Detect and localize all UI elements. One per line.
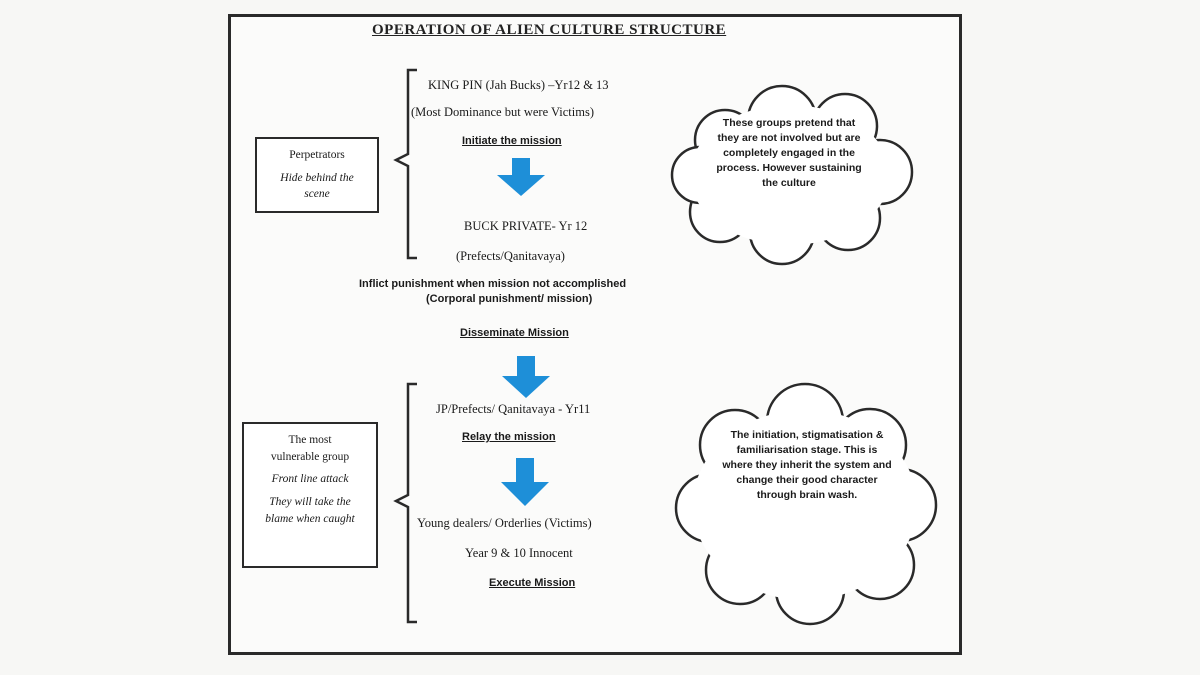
king-pin-label: KING PIN (Jah Bucks) –Yr12 & 13 <box>428 78 609 92</box>
buck-private-label: BUCK PRIVATE- Yr 12 <box>464 219 588 233</box>
bottom-cloud-text: The initiation, stigmatisation & familia… <box>722 429 892 501</box>
corporal-punishment-label: (Corporal punishment/ mission) <box>426 293 593 305</box>
initiate-mission-label: Initiate the mission <box>462 135 562 147</box>
perpetrators-heading: Perpetrators <box>289 149 345 161</box>
diagram-title: OPERATION OF ALIEN CULTURE STRUCTURE <box>372 22 727 38</box>
vulnerable-group-box: The most vulnerable group Front line att… <box>242 422 378 568</box>
top-left-brace-icon <box>393 68 417 260</box>
bottom-left-brace-icon <box>393 382 417 624</box>
inflict-punishment-label: Inflict punishment when mission not acco… <box>359 278 627 290</box>
top-cloud-text: These groups pretend that they are not i… <box>716 117 862 189</box>
front-line-note: Front line attack <box>271 473 349 486</box>
year-9-10-label: Year 9 & 10 Innocent <box>465 546 573 560</box>
king-pin-note: (Most Dominance but were Victims) <box>411 105 595 119</box>
relay-mission-label: Relay the mission <box>462 431 556 443</box>
down-arrow-icon-2 <box>502 356 550 398</box>
execute-mission-label: Execute Mission <box>489 577 576 589</box>
blame-note: They will take the blame when caught <box>265 496 355 525</box>
perpetrators-note: Hide behind the scene <box>280 171 354 201</box>
perpetrators-box: Perpetrators Hide behind the scene <box>255 137 379 213</box>
down-arrow-icon-1 <box>497 158 545 196</box>
down-arrow-icon-3 <box>501 458 549 506</box>
prefects-label: (Prefects/Qanitavaya) <box>456 249 565 263</box>
jp-prefects-label: JP/Prefects/ Qanitavaya - Yr11 <box>436 402 591 416</box>
young-dealers-label: Young dealers/ Orderlies (Victims) <box>417 516 592 530</box>
vulnerable-heading: The most vulnerable group <box>270 434 350 463</box>
disseminate-mission-label: Disseminate Mission <box>460 327 569 339</box>
